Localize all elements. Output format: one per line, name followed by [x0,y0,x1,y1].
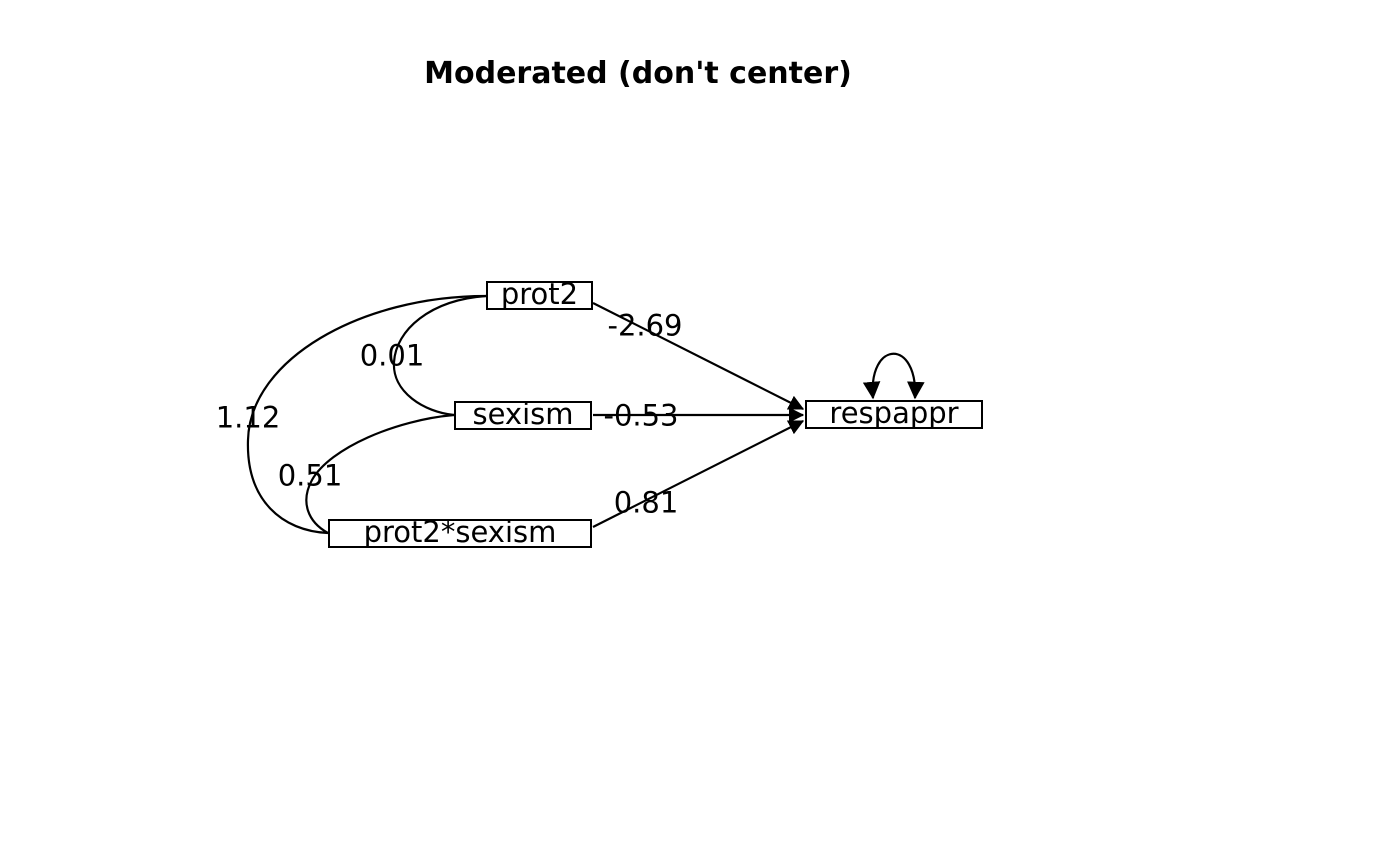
edge-sexism-cov-interaction [305,413,455,534]
edge-label-interaction-to-respappr: 0.81 [613,485,679,520]
edge-label-prot2-cov-interaction: 1.12 [215,400,281,435]
edge-prot2-cov-interaction [246,294,487,535]
edge-label-sexism-to-respappr: -0.53 [603,398,679,433]
node-prot2-sexism-label: prot2*sexism [363,515,557,549]
node-sexism-label: sexism [472,397,574,431]
node-sexism[interactable]: sexism [454,397,592,431]
edge-prot2-to-respappr [592,302,805,410]
edge-label-prot2-to-respappr: -2.69 [607,308,683,343]
edge-interaction-to-respappr [592,420,805,528]
edge-prot2-cov-sexism [392,294,487,417]
node-prot2-sexism[interactable]: prot2*sexism [328,515,592,549]
edge-label-prot2-cov-sexism: 0.01 [359,338,425,373]
edge-respappr-self-loop [862,352,925,400]
edge-label-sexism-cov-interaction: 0.51 [277,458,343,493]
node-prot2-label: prot2 [500,277,579,311]
node-prot2[interactable]: prot2 [486,277,593,311]
page-title: Moderated (don't center) [424,56,852,91]
node-respappr[interactable]: respappr [805,396,983,430]
node-respappr-label: respappr [829,396,959,430]
